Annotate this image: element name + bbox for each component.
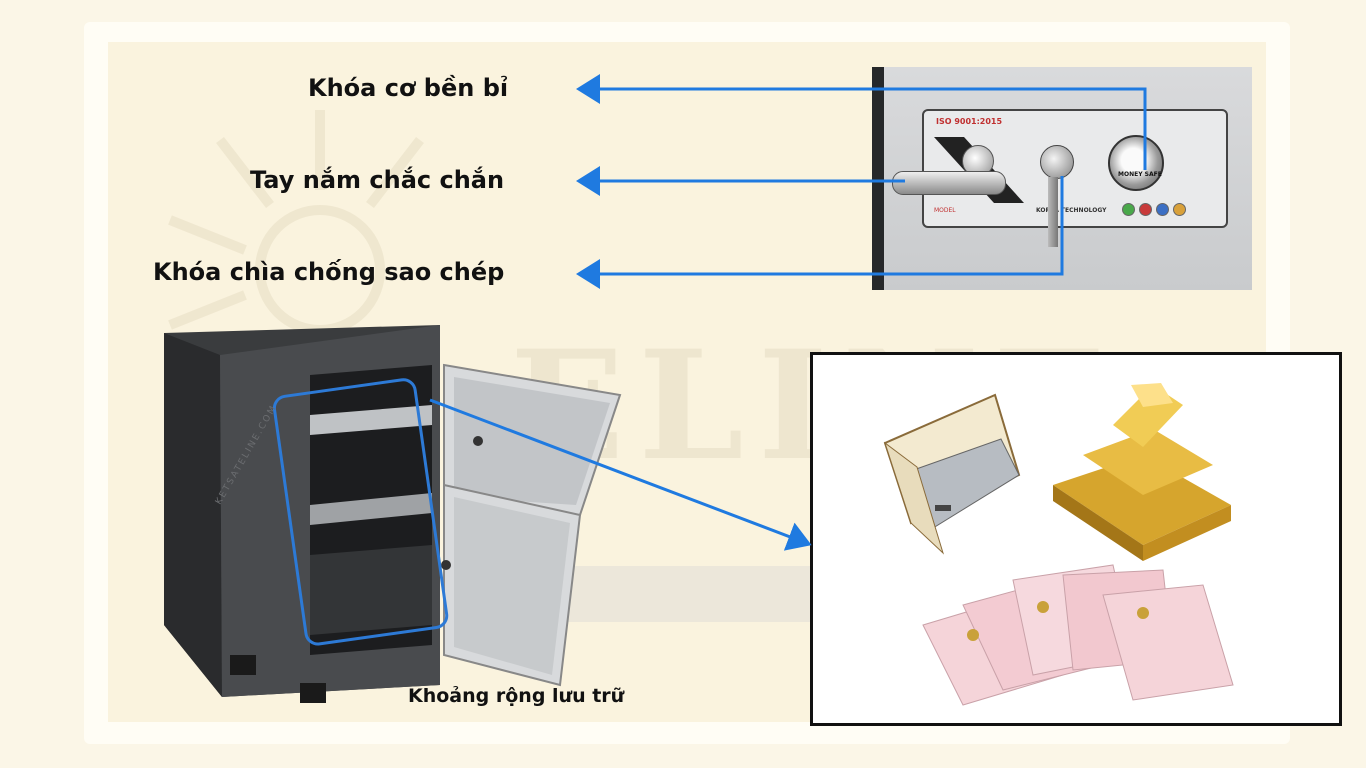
status-dots (1122, 201, 1190, 220)
documents-icon (922, 564, 1234, 706)
model-label: MODEL (934, 207, 956, 214)
items-illustration-box (810, 352, 1342, 726)
book-safe-icon (883, 393, 1021, 555)
dial-label: MONEY SAFE (1118, 171, 1162, 178)
keyhole-icon (1040, 145, 1074, 179)
handle-bar (892, 171, 1006, 195)
arrow-lock (576, 74, 1147, 170)
gold-bars-icon (1053, 383, 1231, 561)
iso-label: ISO 9001:2015 (936, 117, 1003, 126)
label-key-lock: Khóa chìa chống sao chép (153, 258, 505, 286)
arrow-key (576, 176, 1064, 289)
brand-label: KOREA TECHNOLOGY (1036, 207, 1107, 214)
items-image (883, 383, 1234, 706)
label-handle: Tay nắm chắc chắn (250, 166, 505, 194)
safe-image: KETSATELINE.COM (164, 325, 622, 703)
arrow-storage (429, 398, 812, 551)
storage-caption: Khoảng rộng lưu trữ (408, 685, 625, 707)
key-icon (1048, 177, 1058, 247)
label-mechanical-lock: Khóa cơ bền bỉ (308, 74, 509, 102)
sun-watermark-icon (168, 110, 424, 335)
safe-edge (872, 67, 884, 290)
combination-dial-icon (1108, 135, 1164, 191)
